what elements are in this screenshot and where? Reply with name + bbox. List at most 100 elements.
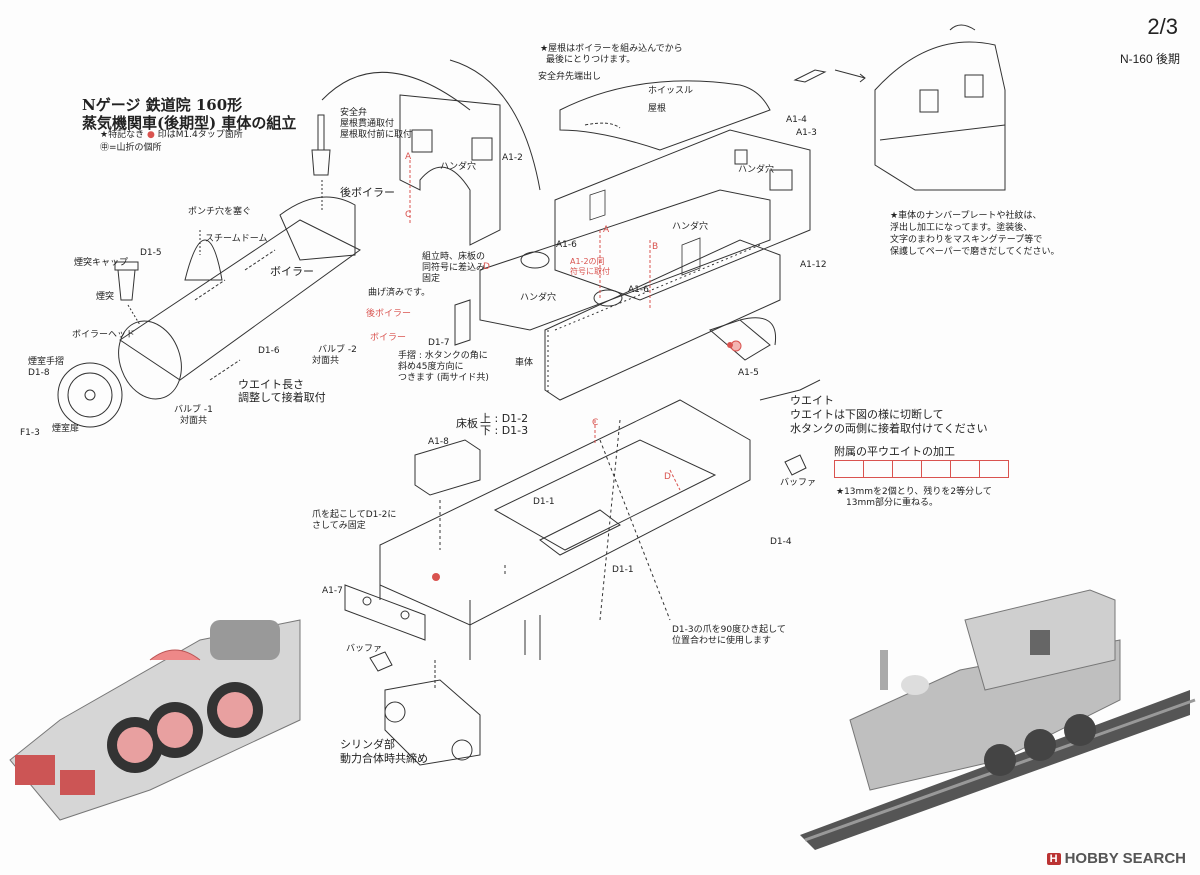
label-a1-4: A1-4	[786, 115, 807, 125]
side-tank-left	[479, 189, 771, 331]
label-d1-4: D1-4	[770, 537, 792, 547]
mark-c-1: C	[405, 210, 412, 220]
page-number: 2/3	[1147, 14, 1178, 39]
cab-note-line1: ★車体のナンバープレートや社紋は、	[890, 211, 1042, 221]
label-assembly-note2: 同符号に差込み	[422, 263, 486, 273]
label-buffer-left: バッファ	[346, 644, 383, 654]
title-line-2: 蒸気機関車(後期型) 車体の組立	[82, 114, 297, 132]
label-weight-length2: 調整して接着取付	[238, 391, 326, 404]
floor-inner	[493, 439, 717, 551]
label-ponchi: ポンチ穴を塞ぐ	[188, 207, 252, 217]
label-d1-6: D1-6	[258, 346, 280, 356]
label-a1-8: A1-8	[428, 437, 449, 447]
label-rear-boiler-small: 後ボイラー	[366, 309, 412, 319]
smokebox-door	[57, 362, 123, 428]
label-assembly-note3: 固定	[422, 274, 441, 284]
cab-front	[399, 94, 501, 246]
label-chimney: 煙突	[96, 292, 115, 302]
hobby-search-logo-icon: H	[1046, 852, 1061, 865]
label-a1-3: A1-3	[796, 128, 817, 138]
label-steam-dome: スチームドーム	[205, 234, 268, 244]
label-rear-boiler: 後ボイラー	[340, 186, 395, 199]
label-buffer-right: バッファ	[780, 478, 817, 488]
cylinder-frame	[384, 679, 481, 766]
boiler-front	[118, 320, 182, 400]
label-floor-upper: 上 : D1-2	[480, 412, 529, 425]
label-solder-hole-1: ハンダ穴	[440, 162, 477, 172]
cab-note-line4: 保護してペーパーで磨きだしてください。	[890, 247, 1060, 257]
label-solder-hole-4: ハンダ穴	[520, 293, 557, 303]
weight-cell	[950, 460, 980, 478]
title-line-1: Nゲージ 鉄道院 160形	[82, 96, 243, 114]
label-safety-tip: 安全弁先端出し	[538, 72, 602, 82]
label-d1-3-note2: 位置合わせに使用します	[672, 636, 772, 646]
legend-tap-suffix: 印はM1.4タップ箇所	[157, 130, 243, 140]
label-f1-3: F1-3	[20, 428, 40, 438]
label-smokebox-rail: 煙室手摺	[28, 357, 65, 367]
weight-cell	[979, 460, 1009, 478]
label-boiler-small: ボイラー	[370, 333, 407, 343]
label-valve2-note: 対面共	[312, 356, 340, 366]
rear-boiler	[279, 196, 356, 261]
label-a1-6a: A1-6	[556, 240, 577, 250]
label-handrail-note2: 斜め45度方向に	[398, 362, 464, 372]
flat-weight-cut-diagram	[834, 460, 1009, 478]
label-roof: 屋根	[648, 104, 667, 114]
label-d1-8: D1-8	[28, 368, 50, 378]
label-cylinder1: シリンダ部	[340, 738, 395, 751]
label-floor: 床板	[456, 417, 478, 430]
label-a1-2-note1: A1-2の同	[570, 257, 605, 266]
pink-dot-icon: ●	[146, 130, 155, 140]
loco-photo	[800, 589, 1196, 850]
label-solder-hole-2: ハンダ穴	[738, 165, 775, 175]
label-cylinder2: 動力合体時共締め	[340, 752, 428, 765]
mark-a-2: A	[603, 225, 610, 235]
label-safety-valve-note1: 屋根貫通取付	[340, 119, 395, 129]
legend-fold: ㊥=山折の個所	[100, 143, 162, 153]
mark-b-1: B	[652, 242, 659, 252]
label-d1-1b: D1-1	[612, 565, 634, 575]
weight-cell	[834, 460, 864, 478]
safety-valve	[311, 114, 331, 176]
mark-d-2: D	[664, 472, 671, 482]
weight-plate	[709, 319, 771, 361]
chimney	[114, 261, 139, 301]
label-d1-3-note1: D1-3の爪を90度ひき起して	[672, 625, 786, 635]
label-boiler-head: ボイラーヘッド	[72, 330, 136, 340]
label-claw-note2: さしてみ固定	[312, 521, 366, 531]
floor-plate	[379, 399, 751, 626]
flat-weight-title: 附属の平ウエイトの加工	[834, 445, 955, 458]
label-claw-note1: 爪を起こしてD1-2に	[312, 510, 397, 520]
label-valve1-note: 対面共	[180, 416, 208, 426]
cab-plate-note: ★車体のナンバープレートや社紋は、 浮出し加工になってます。塗装後、 文字のまわ…	[890, 210, 1060, 258]
flat-weight-note1: ★13mmを2個とり、残りを2等分して	[836, 487, 992, 497]
label-safety-valve: 安全弁	[340, 108, 368, 118]
mark-d-1: D	[483, 262, 490, 272]
watermark-text: HOBBY SEARCH	[1064, 850, 1186, 867]
label-valve1: バルブ -1	[174, 405, 213, 415]
label-weight-note2: 水タンクの両側に接着取付けてください	[790, 422, 988, 435]
boiler-barrel	[119, 219, 361, 381]
label-weight-note1: ウエイトは下図の様に切断して	[790, 408, 944, 421]
buffer-beam	[344, 584, 426, 641]
legend-tap: ★特記なき ● 印はM1.4タップ箇所	[100, 130, 243, 141]
roof	[559, 80, 771, 151]
weight-cell	[863, 460, 893, 478]
legend-tap-prefix: ★特記なき	[100, 130, 145, 140]
chassis-photo	[9, 619, 301, 821]
cab-body	[554, 129, 811, 301]
side-tank-right	[544, 239, 781, 401]
label-weight-length1: ウエイト長さ	[238, 378, 304, 391]
mark-c-2: C	[592, 418, 599, 428]
product-code: N-160 後期	[1119, 52, 1180, 66]
label-bend-note: 曲げ済みです。	[368, 288, 431, 298]
label-solder-hole-3: ハンダ穴	[672, 222, 709, 232]
label-roof-note2: 最後にとりつけます。	[546, 55, 636, 65]
label-valve2: バルブ -2	[318, 345, 357, 355]
label-weight: ウエイト	[790, 394, 834, 407]
flat-weight-note2: 13mm部分に重ねる。	[846, 498, 938, 508]
label-a1-2-note2: 符号に取付	[570, 267, 610, 276]
label-body: 車体	[515, 358, 534, 368]
cab-note-line3: 文字のまわりをマスキングテープ等で	[890, 235, 1043, 245]
